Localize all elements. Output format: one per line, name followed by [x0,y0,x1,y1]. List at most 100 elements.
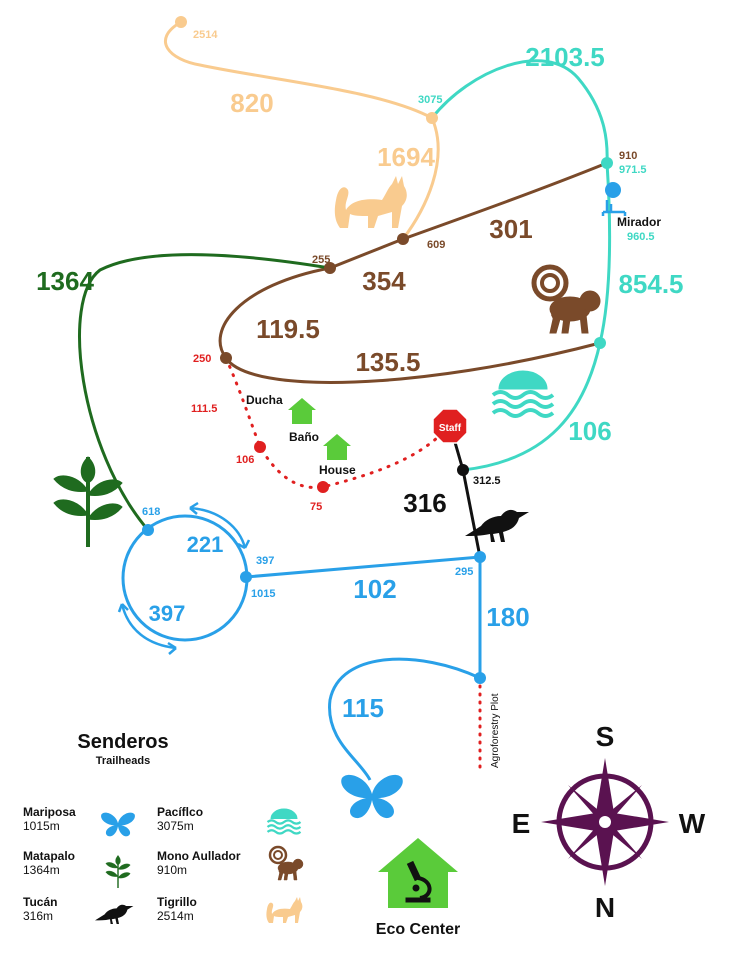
node-2514[interactable] [175,16,187,28]
compass-right: W [679,808,706,839]
segment-397: 397 [149,601,186,626]
segment-316: 316 [403,488,446,518]
camp-trail [224,356,452,489]
compass-top: S [596,721,615,752]
label-106: 106 [236,454,254,466]
segment-1694: 1694 [377,142,435,172]
node-255[interactable] [324,262,336,274]
node-250[interactable] [220,352,232,364]
segment-820: 820 [230,88,273,118]
loop-arrowhead [117,603,177,655]
node-854[interactable] [594,337,606,349]
label-3075: 3075 [418,94,442,106]
legend: Senderos Trailheads Mariposa 1015m Matap… [23,731,305,924]
node-295[interactable] [474,551,486,563]
places: Mirador Ducha Baño House Staff Agrofores… [246,215,661,768]
legend-item: Pacíflco 3075m [157,805,302,835]
segment-1364: 1364 [36,266,94,296]
legend-item-value: 1364m [23,863,60,877]
legend-item-value: 1015m [23,819,60,833]
legend-title: Senderos [77,731,168,753]
trail-nodes [142,16,613,684]
compass-rose-icon [541,758,669,886]
pacifico-trail [430,59,612,472]
legend-item: Tucán 316m [23,895,134,924]
house-label: House [319,463,356,477]
legend-item-value: 2514m [157,909,194,923]
node-180[interactable] [474,672,486,684]
label-250: 250 [193,353,211,365]
node-75[interactable] [317,481,329,493]
node-910[interactable] [601,157,613,169]
label-75: 75 [310,501,322,513]
monkey-icon [268,845,305,882]
tucan-trail [448,424,482,558]
mirador-label: Mirador [617,215,661,229]
bench-icon [601,200,627,216]
segment-2103: 2103.5 [525,42,605,72]
loop-arrowhead [189,501,251,550]
microscope-icon [405,860,432,903]
label-1015: 1015 [251,588,275,600]
segment-221: 221 [187,532,224,557]
segment-354: 354 [362,266,406,296]
node-609[interactable] [397,233,409,245]
legend-item-value: 316m [23,909,53,923]
node-106[interactable] [254,441,266,453]
segment-106: 106 [568,416,611,446]
legend-item-name: Tigrillo [157,895,197,909]
node-618[interactable] [142,524,154,536]
waves-icon [266,807,302,835]
mariposa-trail [245,555,482,781]
ducha-label: Ducha [246,393,283,407]
staff-stop-sign[interactable]: Staff [432,408,468,444]
mono-trail-lower [224,341,601,384]
stop-sign-icon [432,408,468,444]
legend-item-name: Pacíflco [157,805,203,819]
label-618: 618 [142,506,160,518]
legend-item-value: 910m [157,863,187,877]
label-2514: 2514 [193,29,218,41]
legend-subtitle: Trailheads [96,755,150,767]
node-312[interactable] [457,464,469,476]
label-609: 609 [427,239,445,251]
legend-item-name: Mono Aullador [157,849,241,863]
legend-item: Mono Aullador 910m [157,845,305,882]
legend-item: Mariposa 1015m [23,805,135,837]
agroforestry-label: Agroforestry Plot [490,693,501,768]
house-icon [323,434,351,460]
butterfly-icon [341,774,403,819]
compass-bottom: N [595,892,615,923]
legend-item-name: Matapalo [23,849,75,863]
compass-left: E [512,808,531,839]
label-910: 910 [619,150,637,162]
mirador-marker[interactable] [601,182,627,216]
segment-119: 119.5 [256,314,320,344]
legend-item: Matapalo 1364m [23,849,131,889]
bird-icon [95,904,134,924]
staff-label: Staff [439,423,462,434]
shower-house-icon [288,398,316,424]
label-960: 960.5 [627,231,655,243]
segment-115: 115 [342,693,384,723]
legend-item-name: Mariposa [23,805,76,819]
segment-301: 301 [489,214,532,244]
label-397: 397 [256,555,274,567]
eco-center[interactable]: Eco Center [376,838,460,938]
node-3075[interactable] [426,112,438,124]
cat-icon [334,176,407,228]
segment-854: 854.5 [618,269,683,299]
label-971: 971.5 [619,164,647,176]
label-295: 295 [455,566,473,578]
eco-center-label: Eco Center [376,921,460,938]
label-255: 255 [312,254,330,266]
node-1015[interactable] [240,571,252,583]
label-312: 312.5 [473,475,501,487]
plant-icon [105,854,131,889]
waves-icon [491,369,555,418]
cat-icon [266,897,303,923]
segment-labels: 820 1694 2103.5 301 1364 354 854.5 119.5… [36,42,683,723]
butterfly-icon [101,812,135,837]
segment-135: 135.5 [355,347,420,377]
